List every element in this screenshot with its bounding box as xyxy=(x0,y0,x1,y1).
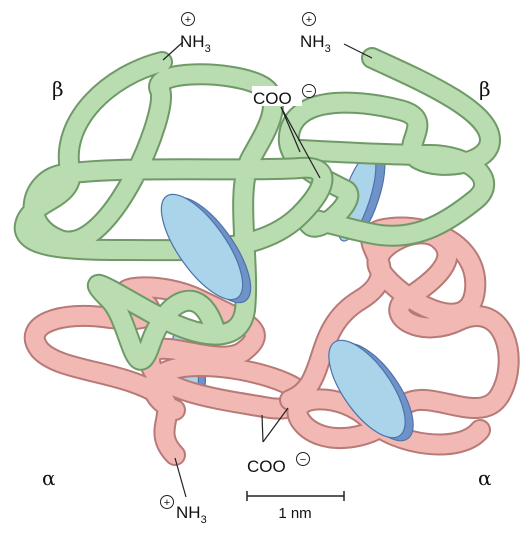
subunit-label-alpha-right: α xyxy=(478,466,492,490)
positive-charge-icon: + xyxy=(182,13,195,27)
svg-text:NH3: NH3 xyxy=(300,32,331,55)
svg-text:+: + xyxy=(185,14,191,26)
svg-text:NH3: NH3 xyxy=(180,32,211,55)
negative-charge-icon: − xyxy=(303,85,316,99)
nh3-main: NH xyxy=(300,32,325,51)
nh3-sub: 3 xyxy=(201,514,207,526)
n-terminus-label-top-left: + NH3 xyxy=(180,13,211,56)
subunit-label-alpha-left: α xyxy=(42,466,56,490)
svg-text:NH3: NH3 xyxy=(176,503,207,526)
nh3-main: NH xyxy=(180,32,205,51)
subunit-label-beta-right: β xyxy=(479,77,491,101)
c-terminus-label-bottom: COO − xyxy=(246,453,310,477)
n-terminus-label-bottom: + NH3 xyxy=(161,496,207,527)
svg-text:−: − xyxy=(306,86,312,98)
svg-text:+: + xyxy=(164,497,170,509)
positive-charge-icon: + xyxy=(303,13,316,27)
svg-text:−: − xyxy=(300,454,306,466)
svg-text:+: + xyxy=(306,14,312,26)
negative-charge-icon: − xyxy=(297,453,310,467)
scale-bar: 1 nm xyxy=(247,491,344,522)
nh3-sub: 3 xyxy=(205,43,211,55)
nh3-main: NH xyxy=(176,503,201,522)
n-terminus-label-top-right: + NH3 xyxy=(300,13,331,56)
subunit-label-beta-left: β xyxy=(52,77,64,101)
nh3-sub: 3 xyxy=(325,43,331,55)
coo-text: COO xyxy=(253,89,292,108)
coo-text: COO xyxy=(247,457,286,476)
scale-bar-label: 1 nm xyxy=(278,505,311,522)
positive-charge-icon: + xyxy=(161,496,174,510)
